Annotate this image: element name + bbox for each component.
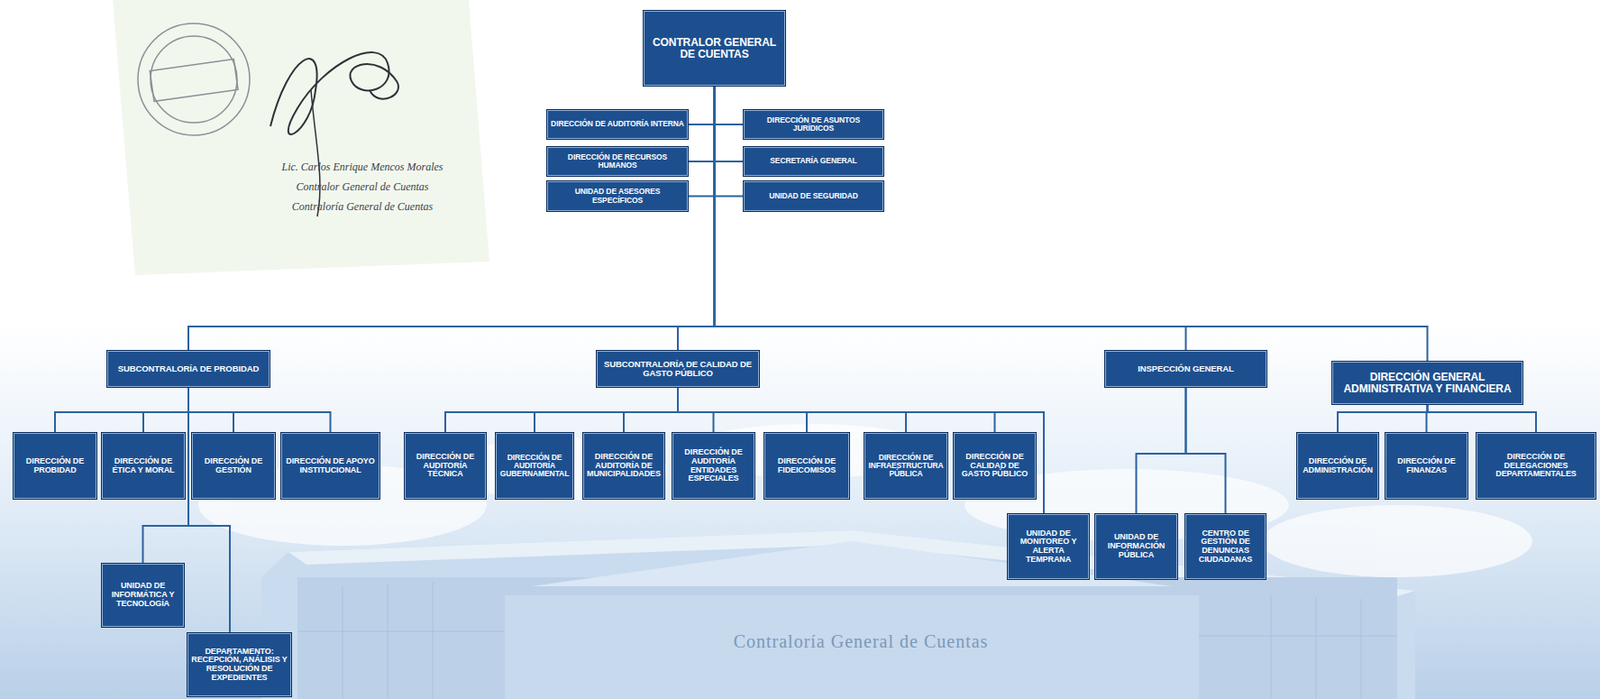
connector-line (1337, 404, 1428, 432)
connector-line (188, 387, 331, 432)
box-text: DEPARTAMENTO: RECEPCIÓN, ANÁLISIS Y RESO… (191, 647, 288, 683)
org-box: UNIDAD DE SEGURIDAD (742, 180, 885, 212)
org-box: CONTRALOR GENERAL DE CUENTAS (642, 9, 787, 87)
connector-line (714, 86, 1187, 350)
org-box: DIRECCIÓN DE PROBIDAD (12, 431, 98, 500)
org-box: UNIDAD DE INFORMACIÓN PÚBLICA (1094, 512, 1179, 580)
signature-caption: Contraloría General de Cuentas (236, 200, 489, 214)
connector-line (1427, 404, 1537, 432)
org-box: SECRETARÍA GENERAL (742, 146, 885, 177)
box-text: UNIDAD DE MONITOREO Y ALERTA TEMPRANA (1011, 529, 1086, 565)
connector-line (1136, 387, 1187, 513)
box-text: UNIDAD DE INFORMACIÓN PÚBLICA (1098, 532, 1174, 559)
org-box: DIRECCIÓN DE GESTIÓN (191, 431, 276, 500)
org-box: DIRECCIÓN DE AUDITORÍA INTERNA (546, 109, 689, 140)
box-text: CENTRO DE GESTIÓN DE DENUNCIAS CIUDADANA… (1188, 529, 1262, 565)
connector-line (688, 86, 715, 162)
box-text: DIRECCIÓN DE AUDITORÍA INTERNA (550, 119, 685, 128)
connector-line (677, 387, 996, 432)
connector-line (188, 86, 715, 350)
org-box: DIRECCIÓN DE INFRAESTRUCTURA PÚBLICA (863, 431, 949, 500)
box-text: SUBCONTRALORÍA DE PROBIDAD (110, 364, 266, 374)
box-text: DIRECCIÓN DE FINANZAS (1389, 457, 1464, 475)
signature-caption: Contralor General de Cuentas (236, 180, 489, 194)
box-text: DIRECCIÓN DE AUDITORÍA DE MUNICIPALIDADE… (586, 452, 661, 479)
box-text: DIRECCIÓN DE FIDEICOMISOS (768, 457, 846, 475)
box-text: DIRECCIÓN DE ÉTICA Y MORAL (105, 457, 182, 475)
box-text: SUBCONTRALORÍA DE CALIDAD DE GASTO PÚBLI… (600, 359, 756, 379)
org-box: DIRECCIÓN DE AUDITORÍA GUBERNAMENTAL (494, 431, 575, 500)
box-text: DIRECCIÓN DE PROBIDAD (17, 457, 93, 475)
org-box: DIRECCIÓN DE ASUNTOS JURÍDICOS (742, 109, 885, 140)
org-box: DIRECCIÓN DE DELEGACIONES DEPARTAMENTALE… (1475, 431, 1597, 500)
connector-line (677, 387, 807, 432)
connector-line (445, 387, 678, 432)
connector-line (1186, 387, 1226, 513)
org-box: DEPARTAMENTO: RECEPCIÓN, ANÁLISIS Y RESO… (186, 631, 293, 697)
org-box: CENTRO DE GESTIÓN DE DENUNCIAS CIUDADANA… (1184, 512, 1267, 580)
box-text: DIRECCIÓN DE APOYO INSTITUCIONAL (284, 457, 376, 475)
connector-line (623, 387, 678, 432)
connector-line (143, 387, 189, 432)
box-text: DIRECCIÓN DE DELEGACIONES DEPARTAMENTALE… (1480, 452, 1592, 479)
org-box: DIRECCIÓN GENERAL ADMINISTRATIVA Y FINAN… (1331, 360, 1524, 405)
box-text: DIRECCIÓN DE AUDITORÍA TÉCNICA (408, 452, 483, 479)
box-text: DIRECCIÓN DE INFRAESTRUCTURA PÚBLICA (868, 453, 944, 479)
org-box: DIRECCIÓN DE APOYO INSTITUCIONAL (280, 431, 381, 500)
signature-caption: Lic. Carlos Enrique Mencos Morales (236, 160, 489, 174)
box-text: UNIDAD DE ASESORES ESPECÍFICOS (550, 187, 685, 204)
org-box: INSPECCIÓN GENERAL (1104, 349, 1268, 388)
connector-line (188, 387, 234, 432)
connector-line (534, 387, 678, 432)
connector-line (688, 86, 715, 125)
box-text: DIRECCIÓN DE AUDITORÍA ENTIDADES ESPECIA… (676, 448, 751, 484)
org-box: UNIDAD DE ASESORES ESPECÍFICOS (546, 180, 689, 212)
box-text: UNIDAD DE INFORMÁTICA Y TECNOLOGÍA (105, 581, 181, 608)
org-box: DIRECCIÓN DE CALIDAD DE GASTO PÚBLICO (952, 431, 1037, 500)
box-text: DIRECCIÓN DE AUDITORÍA GUBERNAMENTAL (499, 453, 570, 479)
connector-line (677, 387, 906, 432)
org-box: DIRECCIÓN DE FIDEICOMISOS (763, 431, 851, 500)
connector-line (714, 86, 744, 125)
connector-line (714, 86, 744, 162)
box-text: DIRECCIÓN DE ASUNTOS JURÍDICOS (747, 116, 880, 133)
connector-line (677, 387, 714, 432)
building-sign: Contraloría General de Cuentas (703, 630, 1019, 652)
org-box: UNIDAD DE MONITOREO Y ALERTA TEMPRANA (1006, 512, 1090, 580)
connector-line (714, 86, 744, 197)
org-box: DIRECCIÓN DE FINANZAS (1384, 431, 1469, 500)
box-text: SECRETARÍA GENERAL (747, 156, 880, 165)
org-box: SUBCONTRALORÍA DE PROBIDAD (106, 349, 271, 388)
connector-line (188, 387, 230, 632)
box-text: INSPECCIÓN GENERAL (1108, 364, 1263, 374)
connector-line (714, 86, 1428, 361)
connector-line (688, 86, 715, 197)
box-text: DIRECCIÓN DE ADMINISTRACIÓN (1300, 457, 1375, 475)
connector-line (54, 387, 189, 432)
box-text: UNIDAD DE SEGURIDAD (747, 192, 880, 201)
org-box: SUBCONTRALORÍA DE CALIDAD DE GASTO PÚBLI… (595, 349, 760, 388)
box-text: DIRECCIÓN GENERAL ADMINISTRATIVA Y FINAN… (1335, 371, 1519, 395)
org-box: DIRECCIÓN DE ÉTICA Y MORAL (100, 431, 186, 500)
box-text: DIRECCIÓN DE RECURSOS HUMANOS (550, 153, 685, 170)
box-text: CONTRALOR GENERAL DE CUENTAS (647, 36, 782, 61)
org-box: DIRECCIÓN DE ADMINISTRACIÓN (1296, 431, 1380, 500)
org-box: DIRECCIÓN DE RECURSOS HUMANOS (546, 146, 689, 177)
org-box: DIRECCIÓN DE AUDITORÍA ENTIDADES ESPECIA… (671, 431, 756, 500)
org-box: UNIDAD DE INFORMÁTICA Y TECNOLOGÍA (100, 562, 185, 628)
org-box: DIRECCIÓN DE AUDITORÍA TÉCNICA (403, 431, 487, 500)
org-box: DIRECCIÓN DE AUDITORÍA DE MUNICIPALIDADE… (582, 431, 666, 500)
box-text: DIRECCIÓN DE GESTIÓN (195, 457, 272, 475)
box-text: DIRECCIÓN DE CALIDAD DE GASTO PÚBLICO (957, 452, 1033, 479)
